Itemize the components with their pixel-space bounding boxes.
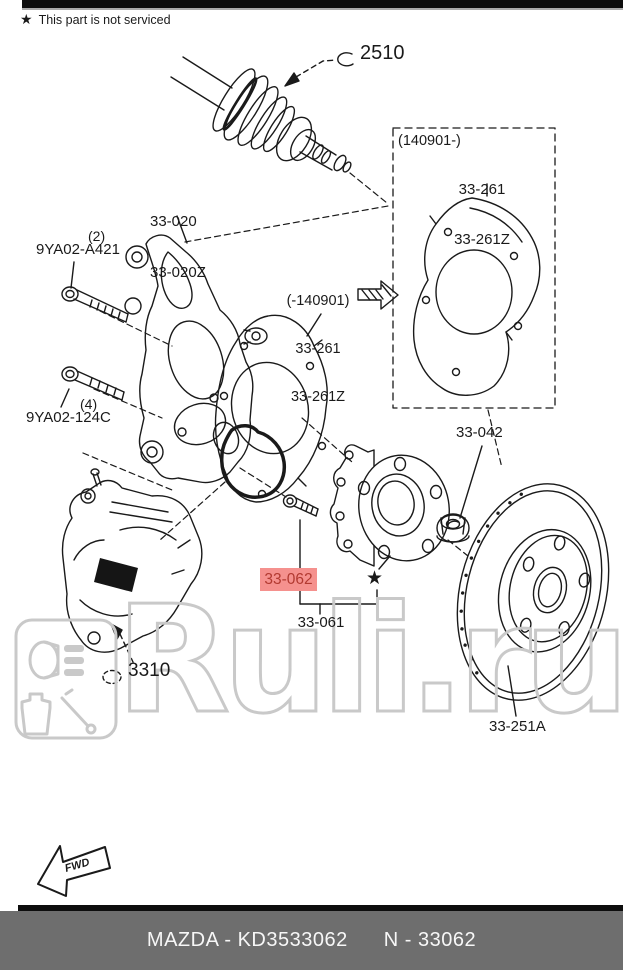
part-code: 33-020: [150, 213, 197, 230]
rotor-vent-dots: [459, 492, 523, 675]
footer-part-number: N - 33062: [383, 929, 477, 951]
knuckle-bolt-upper-drawing: [61, 286, 129, 323]
star-icon: ★: [20, 11, 33, 27]
wheel-hub-drawing: [329, 444, 450, 567]
steering-knuckle-drawing: [124, 234, 268, 484]
part-code: 33-261Z: [290, 389, 345, 405]
snap-ring-leader: [284, 52, 354, 87]
brake-rotor-drawing: [456, 483, 610, 701]
part-label-bolt-lower[interactable]: 9YA02-124C: [26, 409, 111, 426]
footer-divider-bar: [18, 905, 623, 911]
watermark-logo-icon: [14, 618, 118, 740]
brake-caliper-drawing: [61, 468, 203, 653]
not-serviced-notice: ★ This part is not serviced: [20, 11, 171, 28]
hub-nut-leader: [459, 445, 483, 519]
hub-bolt-drawing: [282, 494, 319, 517]
hub-nut-drawing: [436, 513, 470, 543]
part-code: 33-020Z: [150, 264, 206, 281]
shield-new-date-range: (140901-): [398, 133, 461, 149]
part-label-caliper[interactable]: 3310: [128, 660, 171, 681]
part-label-snap-ring[interactable]: 2510: [360, 42, 405, 64]
footer-brand-code: MAZDA - KD3533062: [146, 929, 348, 951]
part-code: 33-261Z: [454, 230, 510, 248]
part-label-bolt-upper[interactable]: 9YA02-A421: [36, 241, 120, 258]
part-label-hub-nut[interactable]: 33-042: [456, 424, 503, 441]
part-label-hub-bolt-highlighted[interactable]: 33-062: [260, 568, 317, 591]
footer-bar: MAZDA - KD3533062 N - 33062: [0, 911, 623, 970]
fwd-arrow: FWD: [37, 845, 111, 897]
bolt-lower-qty: (4): [80, 396, 98, 412]
hub-star-icon: ★: [366, 568, 384, 589]
part-code: 33-261: [458, 181, 506, 198]
part-label-hub[interactable]: 33-061: [297, 614, 345, 631]
label-leader-lines: [60, 215, 391, 615]
knuckle-bolt-lower-drawing: [61, 366, 125, 401]
top-divider-bar: [22, 0, 623, 10]
splash-shield-old-drawing: [214, 314, 328, 503]
bolt-upper-qty: (2): [88, 228, 106, 244]
highlighted-part-code: 33-062: [264, 570, 313, 588]
rotor-leader: [507, 665, 517, 717]
cv-axle-drawing: [170, 56, 352, 173]
date-range: (-140901): [286, 293, 350, 309]
snap-ring-icon: [337, 52, 354, 67]
splash-shield-new-drawing: [392, 127, 556, 409]
part-label-shield-old[interactable]: (-140901) 33-261 33-261Z: [278, 261, 358, 437]
part-label-shield-new[interactable]: 33-261 33-261Z: [450, 149, 514, 281]
supersession-arrow-icon: [357, 280, 399, 310]
notice-text: This part is not serviced: [38, 12, 171, 27]
part-label-knuckle[interactable]: 33-020 33-020Z: [150, 179, 206, 315]
part-label-rotor[interactable]: 33-251A: [489, 718, 546, 735]
caliper-ring-icon: [102, 669, 122, 685]
part-code: 33-261: [295, 341, 341, 357]
